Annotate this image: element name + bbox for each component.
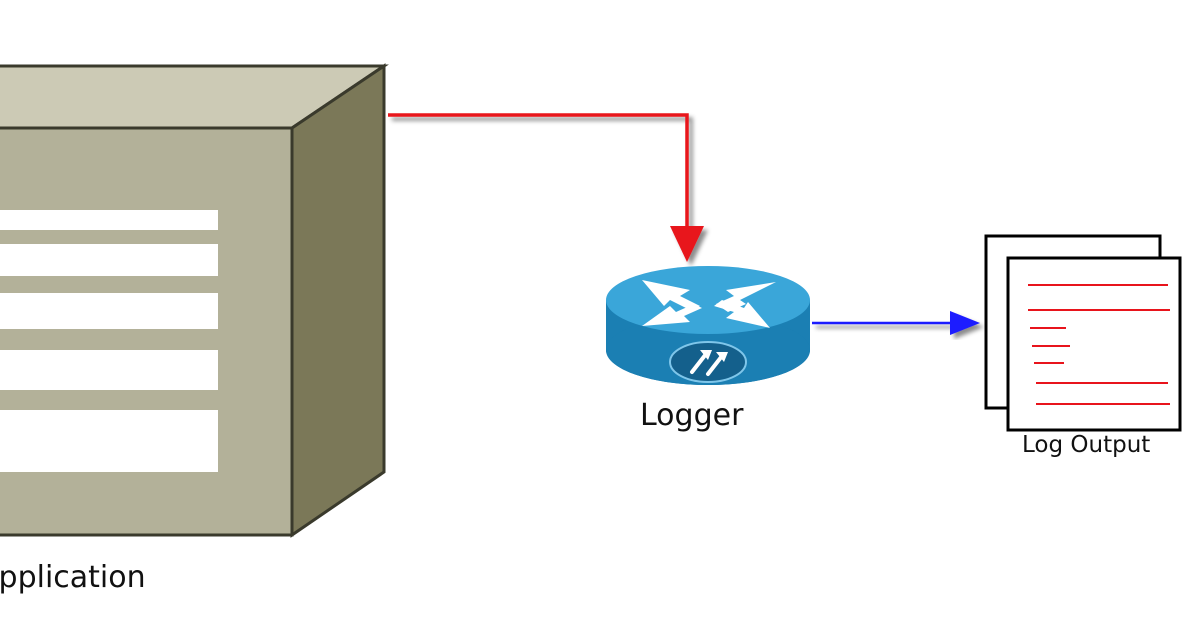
slot	[0, 210, 218, 230]
logger-router-icon	[606, 266, 810, 385]
log-output-documents-icon	[984, 234, 1182, 432]
slot	[0, 410, 218, 472]
edge-logger-to-output	[812, 311, 980, 335]
application-server-icon	[0, 63, 389, 538]
application-label: Application	[0, 560, 146, 595]
slot	[0, 293, 218, 329]
slot	[0, 244, 218, 276]
logger-label: Logger	[640, 398, 744, 433]
log-output-label: Log Output	[1022, 432, 1151, 458]
edge-application-to-logger	[388, 113, 704, 262]
slot	[0, 350, 218, 390]
